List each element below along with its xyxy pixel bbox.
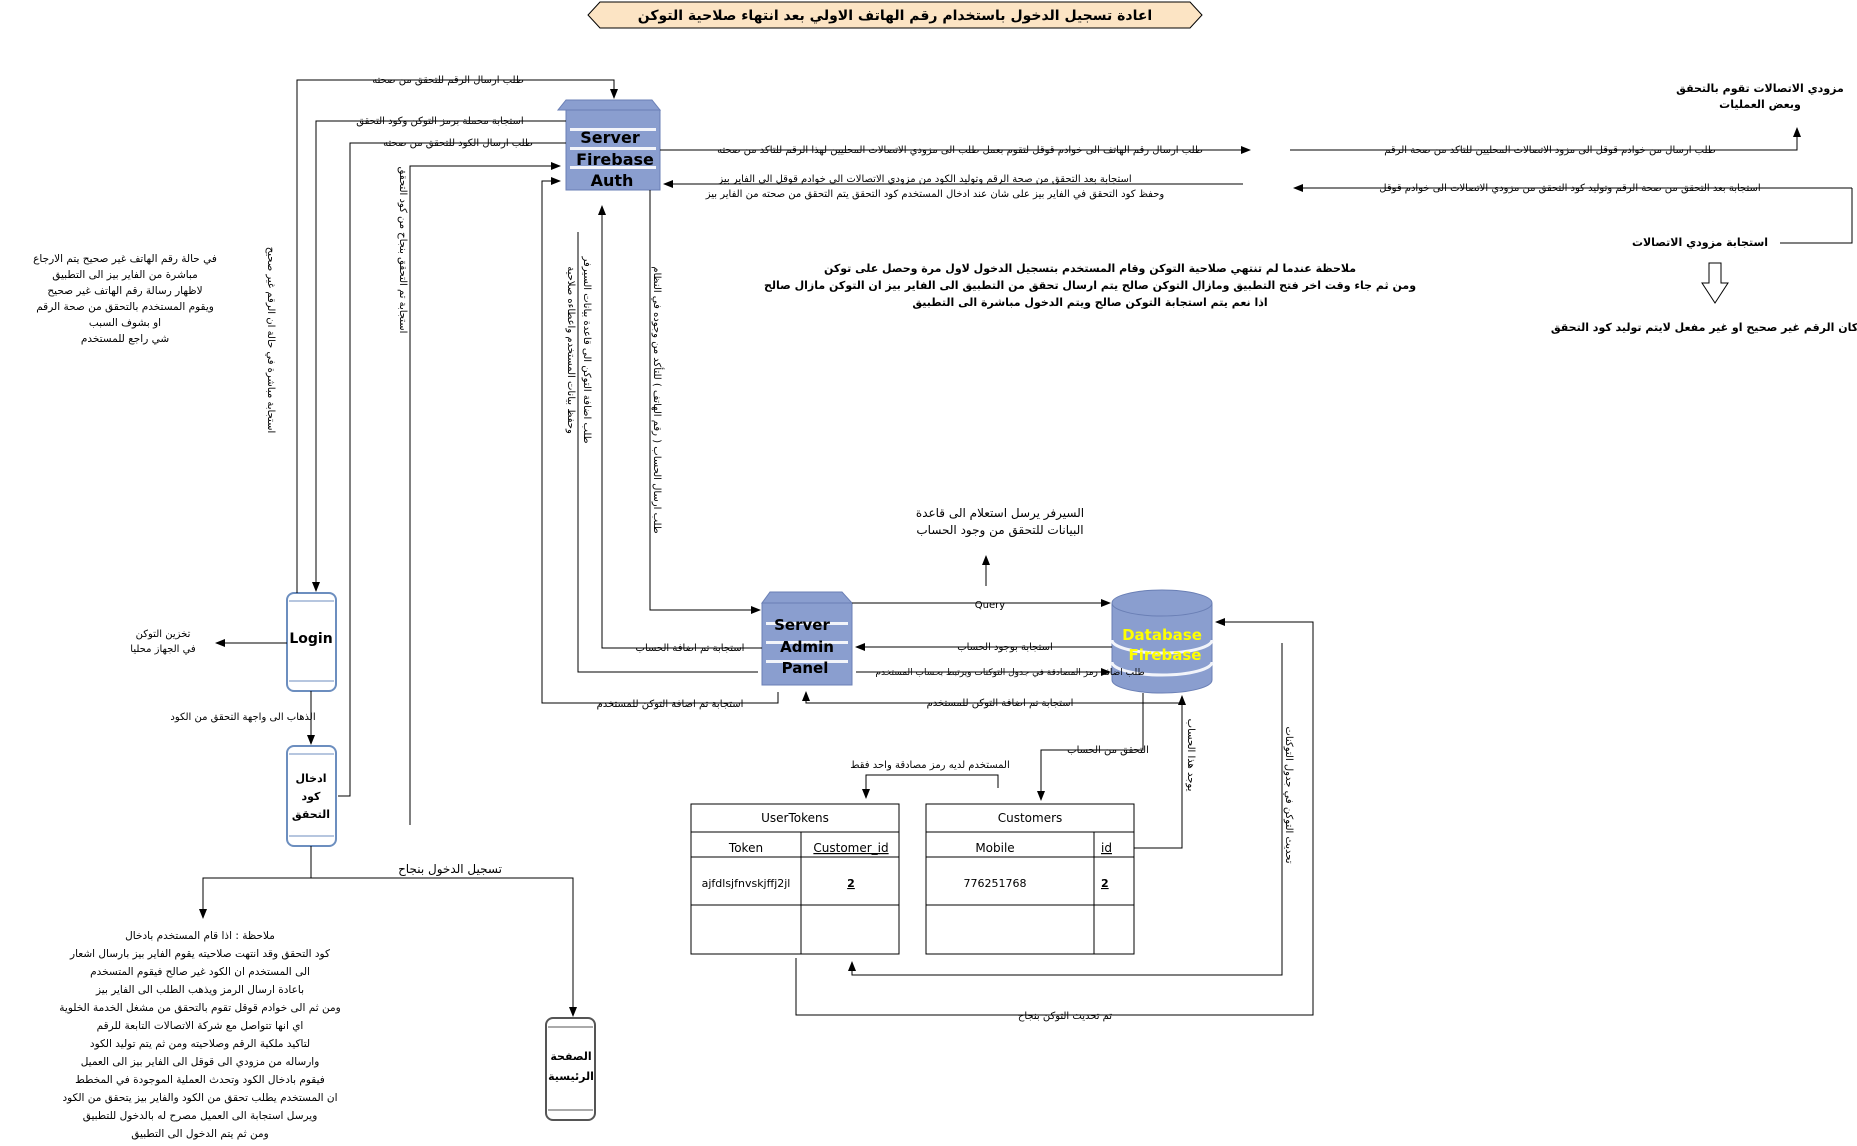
lbl-google-firebase-2: وحفظ كود التحقق في الفاير بيز على شان عن… xyxy=(705,189,1165,200)
customers-header-id: id xyxy=(1101,841,1112,855)
lbl-account-found: يوجد هذا الحساب xyxy=(1185,719,1196,792)
note-valid-3: اذا نعم يتم استجابة التوكن صالح ويتم الد… xyxy=(912,296,1267,309)
lbl-token-updated: تم تحديث التوكن بنجاح xyxy=(1018,1011,1112,1022)
customers-header-mobile: Mobile xyxy=(975,841,1014,855)
note-bottom-3: الى المستخدم ان الكود غير صالح فيقوم الم… xyxy=(90,966,310,978)
note-providers: مزودي الاتصالات تقوم بالتحقق وبعض العملي… xyxy=(1676,82,1844,111)
auth-label-3: Auth xyxy=(591,171,634,190)
note-invalid-6: شي راجع للمستخدم xyxy=(81,333,169,345)
note-invalid-phone: في حالة رقم الهاتف غير صحيح يتم الارجاع … xyxy=(33,253,217,345)
home-label-2: الرئيسية xyxy=(548,1070,594,1083)
lbl-store-token-1: تخزين التوكن xyxy=(136,629,191,640)
user-tokens-header-token: Token xyxy=(728,841,763,855)
login-phone: Login xyxy=(286,592,337,692)
code-label-3: التحقق xyxy=(292,808,330,821)
customers-cell-id: 2 xyxy=(1101,877,1109,890)
customers-cell-mobile: 776251768 xyxy=(964,877,1027,890)
code-entry-phone: ادخال كود التحقق xyxy=(286,745,337,847)
user-tokens-cell-token: ajfdlsjfnvskjffj2jl xyxy=(702,877,791,890)
lbl-google-firebase-1: استجابة بعد التحقق من صحة الرقم وتوليد ا… xyxy=(717,174,1131,185)
diagram-title: اعادة تسجيل الدخول باستخدام رقم الهاتف ا… xyxy=(638,8,1152,24)
note-bottom-4: باعادة ارسال الرمز ويذهب الطلب الى الفاي… xyxy=(95,984,304,996)
code-label-1: ادخال xyxy=(295,772,326,785)
lbl-login-invalid: استجابة مباشرة في حالة ان الرقم غير صحيح xyxy=(265,247,276,433)
lbl-google-provider: طلب ارسال من خوادم قوقل الى مزود الاتصال… xyxy=(1384,145,1716,156)
auth-label-1: Server xyxy=(580,128,640,147)
note-invalid-2: مباشرة من الفاير بيز الى التطبيق xyxy=(52,269,197,281)
note-bottom-9: فيقوم بادخال الكود وتحدث العملية الموجود… xyxy=(75,1074,325,1086)
user-tokens-cell-customer-id: 2 xyxy=(847,877,855,890)
lbl-added-token: استجابة تم اضافة التوكن للمستخدم xyxy=(597,699,744,710)
lbl-update-token: تحديث التوكن في جدول التوكنات xyxy=(1283,726,1294,863)
lbl-auth-admin: طلب ارسال الحساب ( رقم الهاتف ) للتأكد م… xyxy=(651,266,665,533)
note-bottom-5: ومن ثم الى خوادم قوقل تقوم بالتحقق من مش… xyxy=(59,1002,340,1014)
lbl-server-query-2: البيانات للتحقق من وجود الحساب xyxy=(916,523,1083,538)
lbl-server-query-1: السيرفر يرسل استعلام الى قاعدة xyxy=(916,506,1084,521)
database-firebase: Database Firebase xyxy=(1110,589,1214,694)
lbl-account-exists: استجابة بوجود الحساب xyxy=(957,642,1053,653)
note-bottom-12: ومن ثم يتم الدخول الى التطبيق xyxy=(131,1128,268,1140)
note-bottom-2: كود التحقق وقد انتهت صلاحيته يقوم الفاير… xyxy=(69,948,330,960)
note-invalid-1: في حالة رقم الهاتف غير صحيح يتم الارجاع xyxy=(33,253,217,265)
lbl-token-response: استجابة محملة برمز التوكن وكود التحقق xyxy=(356,116,523,127)
lbl-store-token-2: في الجهاز محليا xyxy=(130,644,196,655)
server-firebase-auth: Server Firebase Auth xyxy=(556,99,662,191)
note-providers-2: وبعض العمليات xyxy=(1719,98,1801,111)
lbl-one-token: المستخدم لديه رمز مصادقة واحد فقط xyxy=(850,760,1010,771)
lbl-go-verify: الذهاب الى واجهة التحقق من الكود xyxy=(170,712,315,723)
lbl-auth-down-2: وحفظ بيانات المستخدم واعطاءه صلاحية xyxy=(565,266,576,434)
note-bottom-8: وارساله من مزودي الى قوقل الى الفاير بيز… xyxy=(81,1056,320,1068)
note-invalid-5: او بشوف السبب xyxy=(89,317,161,329)
note-bottom-11: ويرسل استجابة الى العميل مصرح له بالدخول… xyxy=(83,1110,318,1122)
note-bottom-7: لتاكيد ملكية الرقم وصلاحيته ومن ثم يتم ت… xyxy=(90,1038,310,1050)
code-label-2: كود xyxy=(302,790,322,803)
lbl-number-invalid: اذا كان الرقم غير صحيح او غير مفعل لايتم… xyxy=(1551,321,1857,334)
lbl-add-token-req: طلب اضافة رمز المصادقة في جدول التوكنات … xyxy=(875,668,1144,678)
user-tokens-title: UserTokens xyxy=(761,811,829,825)
server-admin-panel: Server Admin Panel xyxy=(761,591,854,686)
lbl-added-account: استجابة تم اضافة الحساب xyxy=(636,643,745,654)
lbl-to-google: طلب ارسال رقم الهاتف الى خوادم قوقل لتقو… xyxy=(717,145,1203,156)
note-token-valid: ملاحظة عندما لم تنتهي صلاحية التوكن وقام… xyxy=(764,262,1416,309)
note-invalid-3: لاظهار رسالة رقم الهاتف غير صحيح xyxy=(47,285,202,297)
lbl-code-ok: استجابة تم التحقق بنجاح من كود التحقق xyxy=(397,167,408,334)
admin-label-2: Admin xyxy=(780,638,834,656)
home-label-1: الصفحة xyxy=(550,1050,591,1063)
note-valid-2: ومن ثم جاء وقت اخر فتح التطبيق ومازال ال… xyxy=(764,279,1416,292)
lbl-send-code: طلب ارسال الكود للتحقق من صحته xyxy=(383,138,533,149)
auth-label-2: Firebase xyxy=(576,150,654,169)
lbl-provider-google: استجابة بعد التحقق من صحة الرقم وتوليد ك… xyxy=(1379,183,1760,194)
customers-title: Customers xyxy=(998,811,1063,825)
table-customers: Customers Mobile id 776251768 2 xyxy=(925,803,1135,955)
lbl-provider-response: استجابة مزودي الاتصالات xyxy=(1632,236,1768,249)
admin-label-1: Server xyxy=(774,616,830,634)
note-bottom-1: ملاحظة : اذا قام المستخدم بادخال xyxy=(125,930,275,942)
note-bottom: ملاحظة : اذا قام المستخدم بادخال كود الت… xyxy=(59,930,340,1140)
table-user-tokens: UserTokens Token Customer_id ajfdlsjfnvs… xyxy=(690,803,900,955)
lbl-login-success: تسجيل الدخول بنجاح xyxy=(398,862,502,877)
login-label: Login xyxy=(289,631,332,647)
db-label-2: Firebase xyxy=(1129,646,1202,664)
lbl-check-account: التحقق من الحساب xyxy=(1067,745,1149,756)
lbl-query: Query xyxy=(975,600,1005,611)
title-banner: اعادة تسجيل الدخول باستخدام رقم الهاتف ا… xyxy=(587,1,1203,29)
lbl-send-number: طلب ارسال الرقم للتحقق من صحته xyxy=(372,75,524,86)
admin-label-3: Panel xyxy=(782,659,829,677)
home-phone: الصفحة الرئيسية xyxy=(545,1017,596,1121)
note-bottom-6: اي انها تتواصل مع شركة الاتصالات التابعة… xyxy=(97,1020,304,1032)
note-invalid-4: ويقوم المستخدم بالتحقق من صحة الرقم xyxy=(36,301,214,313)
lbl-db-token-added: استجابة تم اضافة التوكن للمستخدم xyxy=(927,698,1074,709)
note-valid-1: ملاحظة عندما لم تنتهي صلاحية التوكن وقام… xyxy=(824,262,1356,275)
connectors xyxy=(199,79,1853,1017)
note-bottom-10: ان المستخدم يطلب تحقق من الكود والفاير ب… xyxy=(62,1092,337,1104)
arrow-labels: طلب ارسال الرقم للتحقق من صحته استجابة م… xyxy=(130,75,1857,1022)
lbl-auth-down-1: طلب اضافة التوكن الى قاعدة بيانات السيرف… xyxy=(581,255,592,443)
note-providers-1: مزودي الاتصالات تقوم بالتحقق xyxy=(1676,82,1844,95)
db-label-1: Database xyxy=(1122,626,1202,644)
user-tokens-header-customer-id: Customer_id xyxy=(813,841,888,855)
